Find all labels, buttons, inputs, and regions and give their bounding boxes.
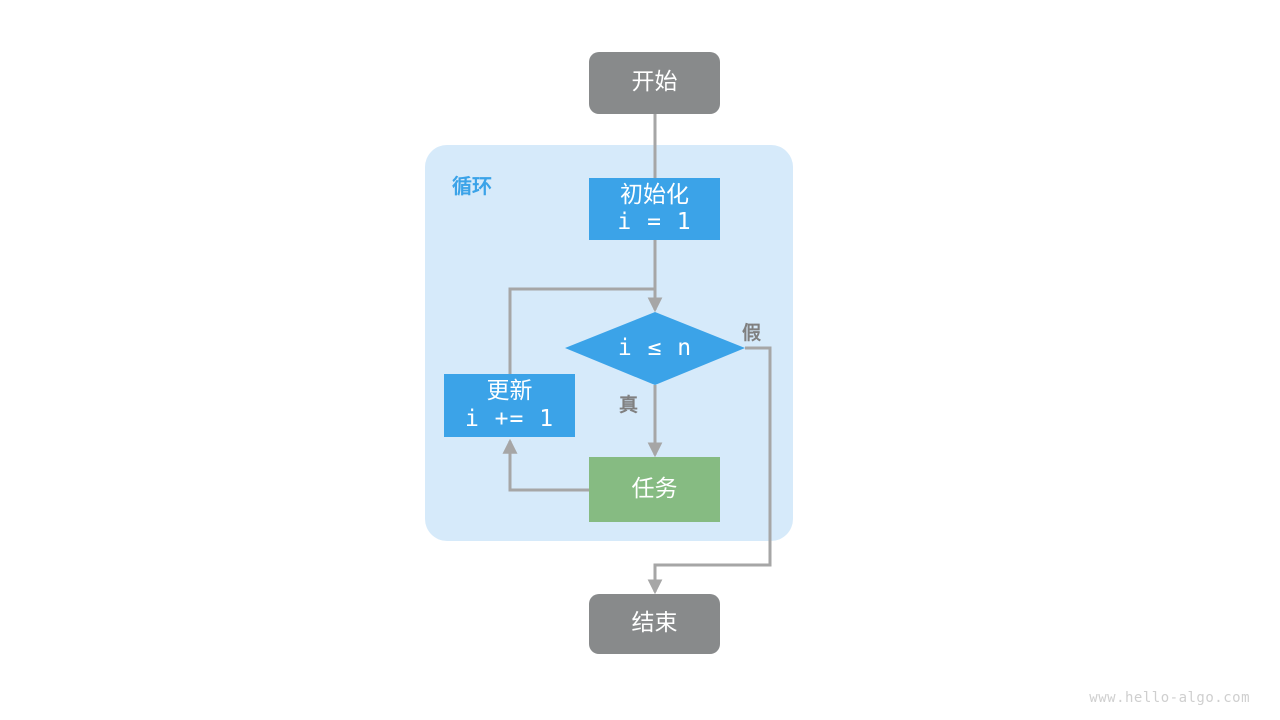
edge-label-false: 假: [742, 322, 762, 344]
watermark-text: www.hello-algo.com: [1089, 690, 1250, 706]
edge-condition-false-to-end: [647, 346, 772, 595]
condition-node-shape[interactable]: [565, 312, 745, 385]
edge-task-to-update: [502, 438, 589, 492]
start-node-shape[interactable]: [589, 52, 720, 114]
edge-label-true: 真: [619, 394, 639, 416]
loop-group-label: 循环: [452, 174, 492, 198]
task-node-shape[interactable]: [589, 457, 720, 522]
end-node-shape[interactable]: [589, 594, 720, 654]
update-node-shape[interactable]: [444, 374, 575, 437]
init-node-shape[interactable]: [589, 178, 720, 240]
edge-update-to-condition: [508, 287, 655, 374]
